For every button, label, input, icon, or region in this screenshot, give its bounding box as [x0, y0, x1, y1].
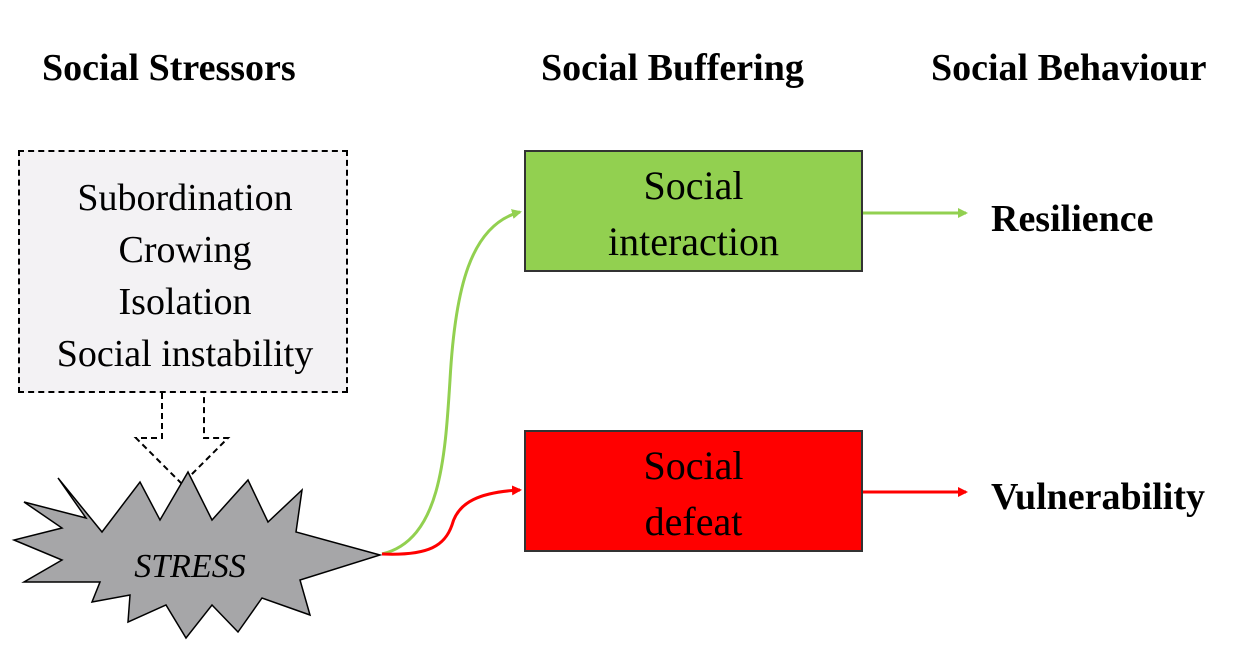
box-line: interaction: [607, 219, 780, 264]
stressor-item: Subordination: [77, 177, 293, 219]
box-line: defeat: [644, 499, 743, 544]
outcome-resilience: Resilience: [991, 198, 1154, 240]
stressor-item: Isolation: [118, 281, 252, 323]
outcome-vulnerability: Vulnerability: [991, 476, 1205, 518]
down-block-arrow: [133, 393, 231, 486]
heading-social-buffering: Social Buffering: [541, 47, 804, 89]
heading-social-stressors: Social Stressors: [42, 47, 296, 89]
stressors-box: Subordination Crowing Isolation Social i…: [18, 150, 348, 393]
stress-label: STRESS: [134, 548, 246, 585]
stressor-item: Social instability: [56, 333, 314, 375]
stress-starburst: [11, 470, 383, 640]
heading-social-behaviour: Social Behaviour: [931, 47, 1207, 89]
social-defeat-box: Social defeat: [524, 430, 863, 552]
red-curve-connector: [381, 485, 522, 556]
stressor-item: Crowing: [118, 229, 252, 271]
box-line: Social: [643, 443, 744, 488]
box-line: Social: [643, 163, 744, 208]
green-curve-connector: [381, 209, 522, 556]
social-interaction-box: Social interaction: [524, 150, 863, 272]
